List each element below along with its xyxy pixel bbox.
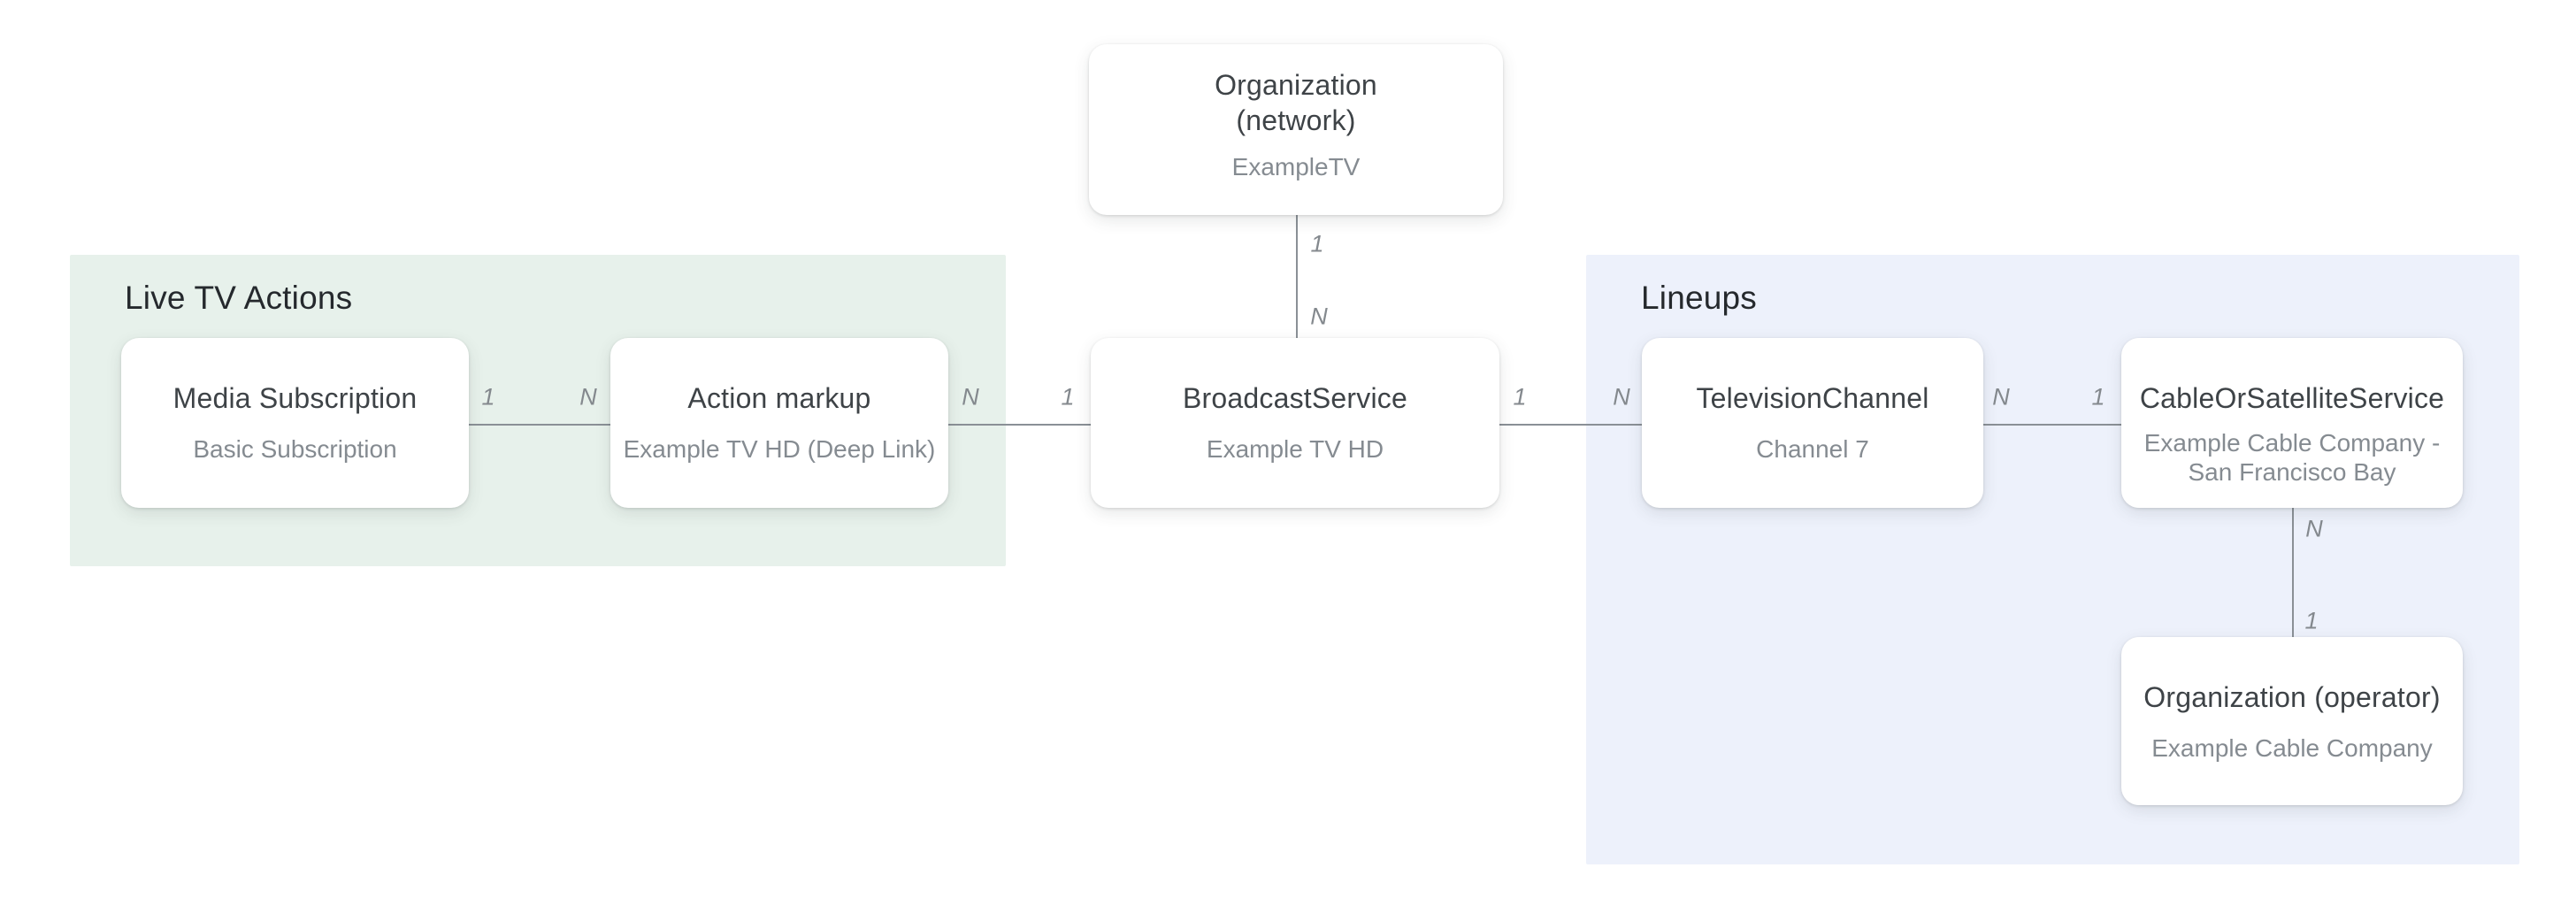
cardinality-label: N [579,383,597,411]
node-title: Media Subscription [172,382,418,414]
node-subtitle: Example TV HD [1206,435,1384,463]
node-title: TelevisionChannel [1696,382,1929,414]
cardinality-label: N [2305,515,2323,542]
connector-cable-to-operator [2292,507,2294,637]
node-organization-operator: Organization (operator) Example Cable Co… [2121,637,2463,805]
connector-network-to-broadcast [1296,215,1298,338]
connector-actionmarkup-to-broadcast [948,424,1091,426]
node-subtitle: ExampleTV [1231,153,1361,180]
connector-mediasubscription-to-actionmarkup [469,424,610,426]
node-cable-or-satellite-service: CableOrSatelliteService Example Cable Co… [2121,338,2463,508]
node-action-markup: Action markup Example TV HD (Deep Link) [610,338,948,508]
node-title: Organization (network) [1215,69,1377,136]
node-title: BroadcastService [1183,382,1407,414]
node-subtitle: Example TV HD (Deep Link) [623,435,936,463]
cardinality-label: 1 [2304,607,2319,634]
cardinality-label: N [1613,383,1630,411]
cardinality-label: 1 [1513,383,1527,411]
node-subtitle: Basic Subscription [193,435,397,463]
cardinality-label: N [962,383,979,411]
node-organization-network: Organization (network) ExampleTV [1089,44,1503,215]
node-broadcast-service: BroadcastService Example TV HD [1091,338,1499,508]
node-media-subscription: Media Subscription Basic Subscription [121,338,469,508]
connector-televisionchannel-to-cable [1983,424,2126,426]
node-title: Organization (operator) [2143,681,2441,713]
cardinality-label: N [1992,383,2010,411]
node-television-channel: TelevisionChannel Channel 7 [1642,338,1983,508]
node-title: Action markup [687,382,871,414]
node-subtitle: Channel 7 [1756,435,1869,463]
cardinality-label: N [1310,303,1328,330]
connector-broadcast-to-televisionchannel [1499,424,1642,426]
node-title: CableOrSatelliteService [2139,382,2445,414]
group-live-tv-actions-title: Live TV Actions [125,280,353,316]
cardinality-label: 1 [481,383,495,411]
cardinality-label: 1 [1061,383,1075,411]
group-lineups-title: Lineups [1641,280,1758,316]
cardinality-label: 1 [2091,383,2105,411]
cardinality-label: 1 [1310,230,1324,257]
node-subtitle: Example Cable Company [2151,734,2433,762]
node-subtitle: Example Cable Company - San Francisco Ba… [2143,429,2441,486]
